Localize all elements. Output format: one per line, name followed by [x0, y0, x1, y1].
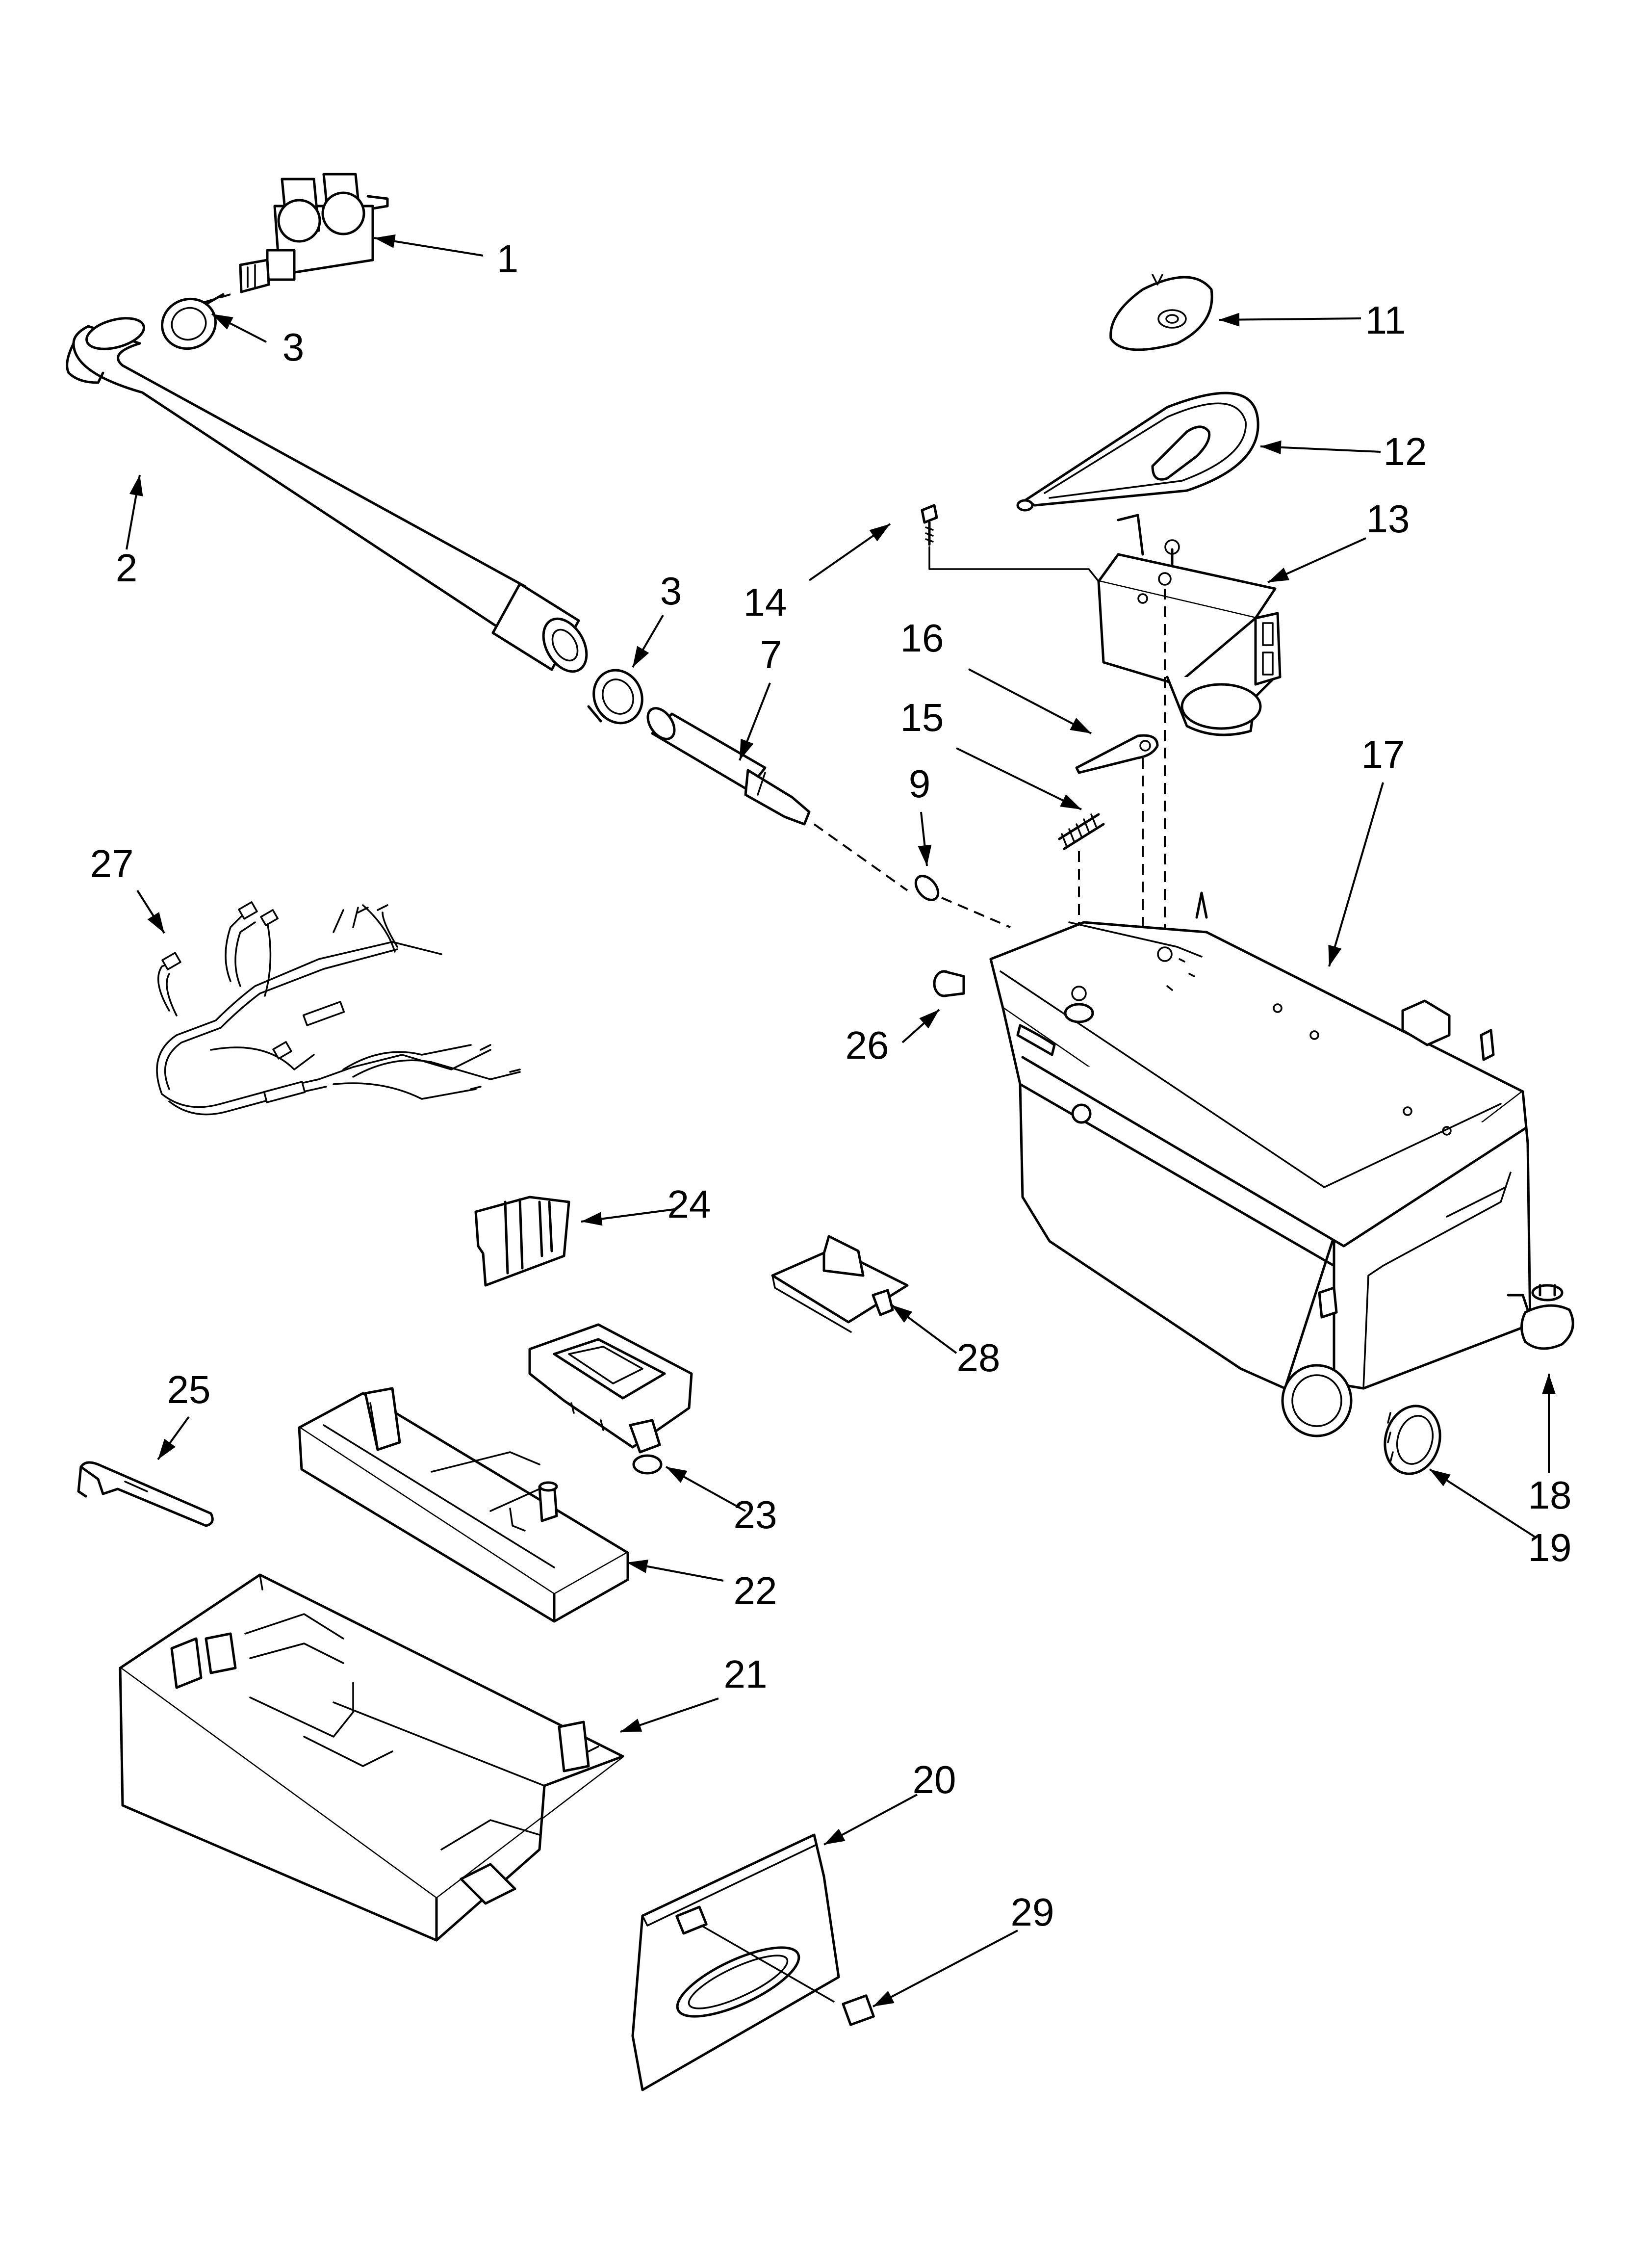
callout-label-27: 27: [90, 842, 134, 886]
arrowhead-11: [1219, 313, 1240, 327]
callout-label-13: 13: [1366, 497, 1410, 541]
arrowhead-14: [869, 524, 890, 542]
callout-label-26: 26: [846, 1023, 889, 1067]
callout-label-14: 14: [744, 580, 787, 624]
part-7-fill-tube: [646, 707, 811, 826]
leader-line-16: [968, 668, 1092, 734]
arrowhead-28: [892, 1305, 913, 1323]
leader-line-29: [872, 1929, 1018, 2007]
part-2-inlet-hose: [66, 317, 588, 673]
callout-label-24: 24: [667, 1182, 711, 1226]
callout-label-12: 12: [1384, 430, 1427, 473]
callout-label-23: 23: [734, 1493, 777, 1537]
part-23-siphon: [528, 1323, 693, 1475]
arrowhead-17: [1328, 944, 1342, 966]
leader-line-11: [1218, 317, 1361, 321]
part-17-dispenser-housing: [989, 891, 1532, 1390]
leader-line-17: [1328, 782, 1384, 967]
part-16-lever: [1075, 734, 1159, 774]
arrowhead-7: [740, 738, 754, 760]
arrowhead-3: [212, 314, 233, 330]
part-28-bracket: [771, 1235, 909, 1333]
part-15-spring: [1058, 813, 1105, 850]
callout-label-2: 2: [116, 546, 138, 590]
callout-label-15: 15: [900, 696, 944, 739]
arrowhead-19: [1430, 1469, 1451, 1486]
arrowhead-23: [666, 1467, 688, 1483]
callout-label-3: 3: [282, 325, 305, 369]
callout-label-3: 3: [660, 569, 682, 613]
callout-label-25: 25: [167, 1368, 211, 1411]
arrowhead-20: [824, 1828, 846, 1845]
part-1-inlet-valve: [239, 173, 389, 293]
part-13-dispenser-motor: [1097, 514, 1282, 736]
callout-label-28: 28: [957, 1336, 1001, 1380]
part-12-gasket: [1016, 391, 1259, 512]
callout-label-21: 21: [724, 1652, 768, 1696]
callout-label-29: 29: [1011, 1890, 1054, 1934]
arrowhead-16: [1070, 718, 1091, 733]
arrowhead-25: [158, 1438, 176, 1460]
part-3-hose-clamp-lower: [587, 669, 643, 725]
callout-label-19: 19: [1528, 1526, 1572, 1569]
part-19-collar: [1281, 1364, 1441, 1475]
callout-label-20: 20: [913, 1758, 956, 1801]
callout-label-9: 9: [909, 762, 931, 806]
part-22-tray-insert: [298, 1387, 629, 1623]
arrowhead-22: [627, 1559, 648, 1573]
part-14-screw: [921, 504, 1100, 582]
leader-line-19: [1429, 1468, 1536, 1538]
arrowhead-1: [374, 234, 396, 248]
part-26-cap: [933, 970, 965, 997]
callout-label-1: 1: [497, 237, 519, 281]
callout-label-22: 22: [734, 1569, 777, 1613]
callout-label-16: 16: [900, 616, 944, 660]
callout-label-7: 7: [760, 633, 782, 677]
callout-label-11: 11: [1365, 298, 1406, 342]
part-3-hose-clamp-upper: [161, 293, 225, 350]
part-25-clip: [77, 1461, 214, 1527]
arrowhead-9: [918, 844, 932, 866]
arrowhead-24: [581, 1212, 603, 1226]
part-11-cover: [1109, 274, 1213, 351]
part-9-o-ring: [914, 875, 940, 901]
part-21-drawer: [119, 1573, 624, 1942]
arrowhead-3: [633, 646, 649, 667]
callouts: 1323714111213161591727262428181925232221…: [90, 234, 1572, 2007]
arrowhead-18: [1542, 1374, 1556, 1394]
arrowhead-12: [1260, 440, 1282, 454]
arrowhead-21: [620, 1719, 642, 1732]
leader-line-15: [956, 747, 1082, 810]
arrowhead-29: [873, 1991, 895, 2007]
arrowhead-27: [147, 912, 164, 933]
arrowhead-15: [1060, 794, 1081, 809]
part-24-bracket: [474, 1196, 570, 1287]
part-27-wiring-harness: [156, 901, 521, 1116]
arrowhead-13: [1268, 567, 1290, 582]
part-18-pressure-switch: [1507, 1284, 1574, 1350]
arrowhead-26: [919, 1010, 939, 1029]
callout-label-18: 18: [1528, 1473, 1572, 1517]
arrowhead-2: [129, 475, 143, 496]
part-20-drawer-front: [631, 1833, 840, 2091]
callout-label-17: 17: [1361, 732, 1405, 776]
part-29-label: [842, 1994, 875, 2026]
